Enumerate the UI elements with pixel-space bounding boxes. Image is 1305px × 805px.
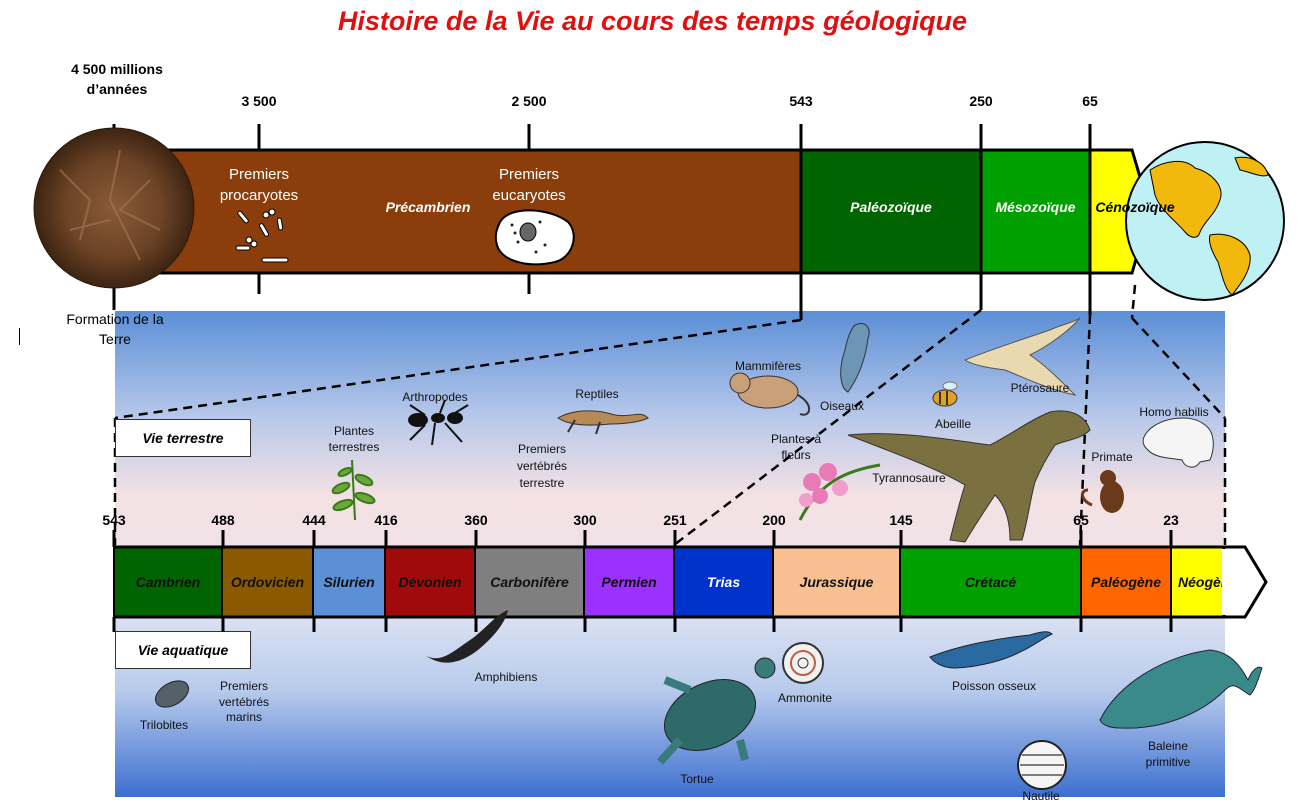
period-silurien: Silurien [314, 547, 386, 617]
text-cursor [19, 328, 20, 345]
period-carbonifere: Carbonifère [476, 547, 585, 617]
bee-icon [932, 381, 958, 407]
label-ammonite: Ammonite [777, 691, 833, 705]
tick-416: 416 [374, 512, 398, 528]
ant-icon [408, 399, 469, 446]
label-tortue: Tortue [680, 772, 714, 786]
event-procaryotes: Premiers procaryotes [219, 166, 299, 204]
whale-icon [1099, 649, 1263, 729]
amphibian-icon [425, 610, 508, 663]
tick-65-top: 65 [1082, 93, 1098, 109]
era-mesozoique: Mésozoïque [995, 199, 1076, 215]
eukaryote-icon [494, 209, 575, 266]
tick-200: 200 [762, 512, 786, 528]
label-amphibiens: Amphibiens [474, 670, 538, 684]
nautilus-icon [1017, 740, 1067, 790]
mammal-icon [729, 372, 811, 416]
ammonite-icon [782, 642, 824, 684]
top-timeline [33, 124, 1285, 546]
period-cretace: Crétacé [901, 547, 1082, 617]
label-premiers-vertebres-terrestre: Premiers vertébrés terrestre [516, 442, 568, 490]
fern-icon [331, 459, 376, 521]
label-primate: Primate [1091, 450, 1133, 464]
period-jurassique: Jurassique [774, 547, 901, 617]
label-abeille: Abeille [934, 417, 972, 431]
turtle-icon [657, 657, 776, 765]
box-vie-aquatique: Vie aquatique [115, 631, 251, 669]
tick-444: 444 [302, 512, 326, 528]
tick-543-top: 543 [789, 93, 813, 109]
label-homo-habilis: Homo habilis [1139, 405, 1209, 419]
lizard-icon [557, 410, 649, 435]
label-plantes-terrestres: Plantes terrestres [328, 424, 380, 454]
label-plantes-a-fleurs: Plantes à fleurs [770, 432, 822, 462]
label-oiseaux: Oiseaux [819, 399, 865, 413]
precambrien-band [111, 148, 803, 275]
tick-488: 488 [211, 512, 235, 528]
earth-formation-label: Formation de la Terre [66, 311, 164, 348]
tyrannosaurus-icon [847, 410, 1091, 543]
flowers-icon [798, 463, 881, 521]
period-trias: Trias [675, 547, 774, 617]
start-age-label: 4 500 millions d’années [71, 61, 163, 98]
period-cambrien: Cambrien [113, 547, 223, 617]
box-vie-terrestre: Vie terrestre [115, 419, 251, 457]
pterosaur-icon [963, 317, 1081, 396]
period-permien: Permien [585, 547, 675, 617]
period-ordovicien: Ordovicien [223, 547, 314, 617]
label-arthropodes: Arthropodes [402, 390, 468, 404]
tick-3500: 3 500 [241, 93, 277, 109]
skull-icon [1142, 417, 1214, 468]
primate-icon [1081, 470, 1124, 513]
fish-icon [929, 631, 1053, 669]
era-precambrien: Précambrien [385, 199, 471, 215]
label-poisson-osseux: Poisson osseux [951, 679, 1037, 693]
tick-251: 251 [663, 512, 687, 528]
tick-360: 360 [464, 512, 488, 528]
tick-2500: 2 500 [511, 93, 547, 109]
label-premiers-vertebres-marins: Premiers vertébrés marins [218, 679, 270, 725]
period-paleogene: Paléogène [1082, 547, 1172, 617]
label-mammiferes: Mammifères [734, 359, 801, 373]
tick-145: 145 [889, 512, 913, 528]
trilobite-icon [154, 680, 190, 708]
era-cenozoique: Cénozoïque [1095, 199, 1175, 215]
tick-23: 23 [1163, 512, 1179, 528]
label-reptiles: Reptiles [575, 387, 619, 401]
bird-icon [840, 323, 870, 393]
page-title: Histoire de la Vie au cours des temps gé… [337, 6, 968, 36]
label-baleine-primitive: Baleine primitive [1145, 739, 1191, 769]
tick-543: 543 [102, 512, 126, 528]
label-trilobites: Trilobites [139, 718, 189, 732]
period-devonien: Dévonien [386, 547, 476, 617]
tick-65: 65 [1073, 512, 1089, 528]
prokaryotes-icon [235, 208, 289, 263]
event-eucaryotes: Premiers eucaryotes [492, 166, 566, 204]
label-pterosaure: Ptérosaure [1010, 381, 1070, 395]
era-paleozoique: Paléozoïque [850, 199, 932, 215]
tick-300: 300 [573, 512, 597, 528]
label-tyrannosaure: Tyrannosaure [872, 471, 946, 485]
tick-250-top: 250 [969, 93, 993, 109]
